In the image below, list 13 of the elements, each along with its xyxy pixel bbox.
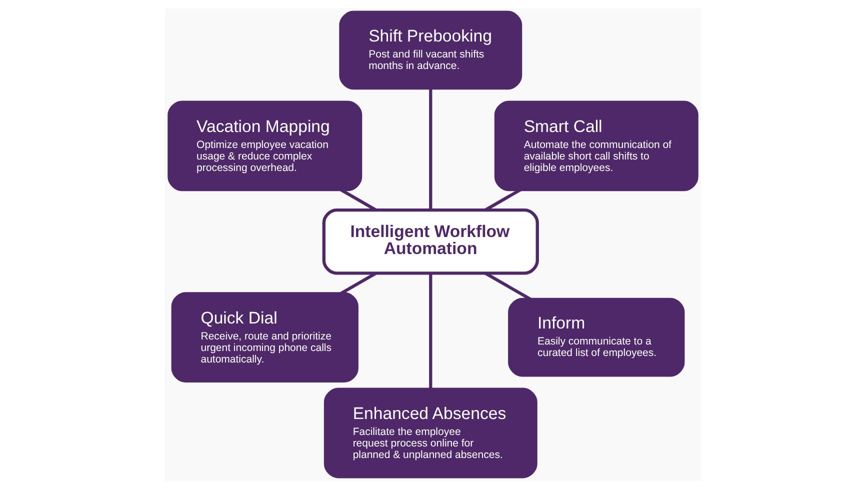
node-box: Vacation Mapping Optimize employee vacation usage & reduce complex processing overhead. (167, 100, 362, 192)
node-box: Quick Dial Receive, route and prioritize urgent incoming phone calls automatically. (170, 292, 358, 383)
connector (339, 188, 376, 212)
connector (428, 273, 432, 390)
node-box: Smart Call Automate the communication of available short call shifts to eligible employees. (494, 100, 698, 192)
connector (428, 88, 432, 210)
node-box: Enhanced Absences Facilitate the employee request process online for planned & unplanned absences. (323, 388, 537, 478)
node-box: Intelligent Workflow Automation (322, 208, 538, 275)
connector (339, 272, 376, 295)
node-box: Shift Prebooking Post and fill vacant shifts months in advance. (338, 10, 522, 90)
connector (484, 188, 521, 212)
connector (484, 272, 532, 301)
node-box: Inform Easily communicate to a curated list of employees. (508, 298, 684, 377)
